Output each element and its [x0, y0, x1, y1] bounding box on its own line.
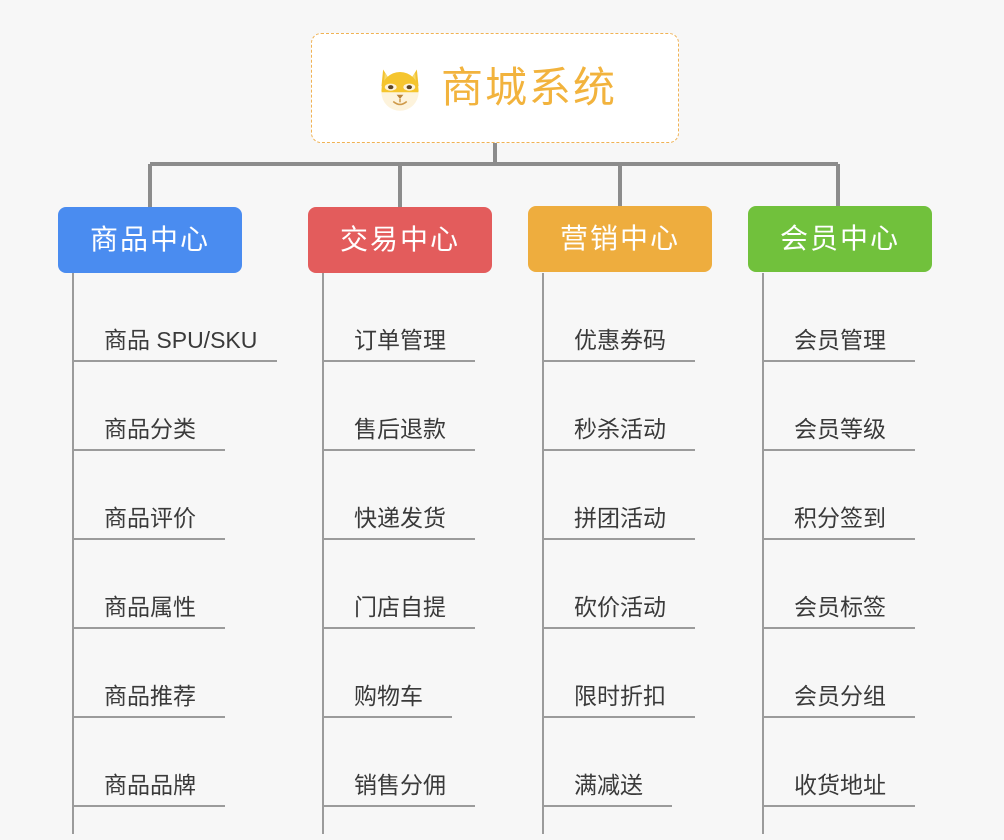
leaf-item[interactable]: 优惠券码 — [542, 273, 695, 362]
leaf-label: 商品分类 — [104, 416, 196, 442]
leaf-item[interactable]: 商品品牌 — [72, 718, 225, 807]
leaf-underline — [322, 449, 475, 451]
leaf-label: 门店自提 — [354, 594, 446, 620]
leaf-label: 订单管理 — [354, 327, 446, 353]
leaf-underline — [762, 538, 915, 540]
leaf-item[interactable]: 积分签到 — [762, 451, 915, 540]
leaf-underline — [72, 627, 225, 629]
leaf-underline — [762, 360, 915, 362]
branch-trunk-line — [542, 273, 544, 834]
leaf-label: 商品品牌 — [104, 772, 196, 798]
leaf-label: 售后退款 — [354, 416, 446, 442]
leaf-label: 购物车 — [354, 683, 423, 709]
leaf-label: 秒杀活动 — [574, 416, 666, 442]
root-node[interactable]: 商城系统 — [311, 33, 679, 143]
leaf-item[interactable]: 会员等级 — [762, 362, 915, 451]
branch-trunk-line — [762, 273, 764, 834]
leaf-label: 快递发货 — [354, 505, 446, 531]
category-label: 交易中心 — [339, 224, 460, 255]
leaf-item[interactable]: 快递发货 — [322, 451, 475, 540]
leaf-underline — [322, 716, 452, 718]
leaf-underline — [762, 449, 915, 451]
leaf-underline — [322, 627, 475, 629]
branch-trunk-line — [322, 273, 324, 834]
leaf-item[interactable]: 商品属性 — [72, 540, 225, 629]
leaf-item[interactable]: 商品 SPU/SKU — [72, 273, 277, 362]
leaf-underline — [322, 538, 475, 540]
leaf-item[interactable]: 满减送 — [542, 718, 672, 807]
leaf-underline — [72, 805, 225, 807]
leaf-item[interactable]: 商品推荐 — [72, 629, 225, 718]
leaf-underline — [542, 805, 672, 807]
leaf-label: 会员分组 — [794, 683, 886, 709]
leaf-underline — [72, 360, 277, 362]
leaf-item[interactable]: 收货地址 — [762, 718, 915, 807]
category-box-product-center[interactable]: 商品中心 — [58, 207, 242, 273]
leaf-label: 商品 SPU/SKU — [104, 327, 258, 353]
leaf-underline — [542, 627, 695, 629]
leaf-label: 积分签到 — [794, 505, 886, 531]
leaf-item[interactable]: 商品评价 — [72, 451, 225, 540]
category-label: 商品中心 — [89, 224, 210, 255]
leaf-underline — [72, 449, 225, 451]
leaf-item[interactable]: 会员标签 — [762, 540, 915, 629]
leaf-underline — [542, 538, 695, 540]
leaf-label: 砍价活动 — [574, 594, 666, 620]
leaf-label: 商品属性 — [104, 594, 196, 620]
leaf-underline — [322, 360, 475, 362]
category-box-member-center[interactable]: 会员中心 — [748, 206, 932, 272]
root-title: 商城系统 — [440, 64, 617, 111]
leaf-item[interactable]: 会员管理 — [762, 273, 915, 362]
leaf-item[interactable]: 秒杀活动 — [542, 362, 695, 451]
leaf-underline — [762, 627, 915, 629]
branch-trunk-line — [72, 273, 74, 834]
leaf-underline — [72, 716, 225, 718]
leaf-underline — [322, 805, 475, 807]
category-box-trade-center[interactable]: 交易中心 — [308, 207, 492, 273]
leaf-item[interactable]: 砍价活动 — [542, 540, 695, 629]
leaf-item[interactable]: 拼团活动 — [542, 451, 695, 540]
shiba-dog-emoji-icon — [381, 69, 419, 111]
leaf-item[interactable]: 购物车 — [322, 629, 452, 718]
leaf-underline — [542, 360, 695, 362]
leaf-underline — [762, 716, 915, 718]
leaf-underline — [72, 538, 225, 540]
leaf-item[interactable]: 售后退款 — [322, 362, 475, 451]
leaf-label: 收货地址 — [794, 772, 886, 798]
leaf-item[interactable]: 销售分佣 — [322, 718, 475, 807]
category-label: 会员中心 — [779, 223, 900, 254]
leaf-label: 会员标签 — [794, 594, 886, 620]
leaf-item[interactable]: 订单管理 — [322, 273, 475, 362]
leaf-label: 满减送 — [574, 772, 643, 798]
leaf-label: 会员等级 — [794, 416, 886, 442]
leaf-item[interactable]: 商品分类 — [72, 362, 225, 451]
leaf-underline — [762, 805, 915, 807]
leaf-label: 商品推荐 — [104, 683, 196, 709]
leaf-label: 限时折扣 — [574, 683, 666, 709]
leaf-underline — [542, 449, 695, 451]
leaf-label: 优惠券码 — [574, 327, 666, 353]
leaf-item[interactable]: 会员分组 — [762, 629, 915, 718]
category-label: 营销中心 — [559, 223, 680, 254]
leaf-label: 销售分佣 — [354, 772, 446, 798]
leaf-label: 拼团活动 — [574, 505, 666, 531]
leaf-label: 商品评价 — [104, 505, 196, 531]
leaf-item[interactable]: 门店自提 — [322, 540, 475, 629]
leaf-underline — [542, 716, 695, 718]
leaf-label: 会员管理 — [794, 327, 886, 353]
leaf-item[interactable]: 限时折扣 — [542, 629, 695, 718]
category-box-marketing-center[interactable]: 营销中心 — [528, 206, 712, 272]
